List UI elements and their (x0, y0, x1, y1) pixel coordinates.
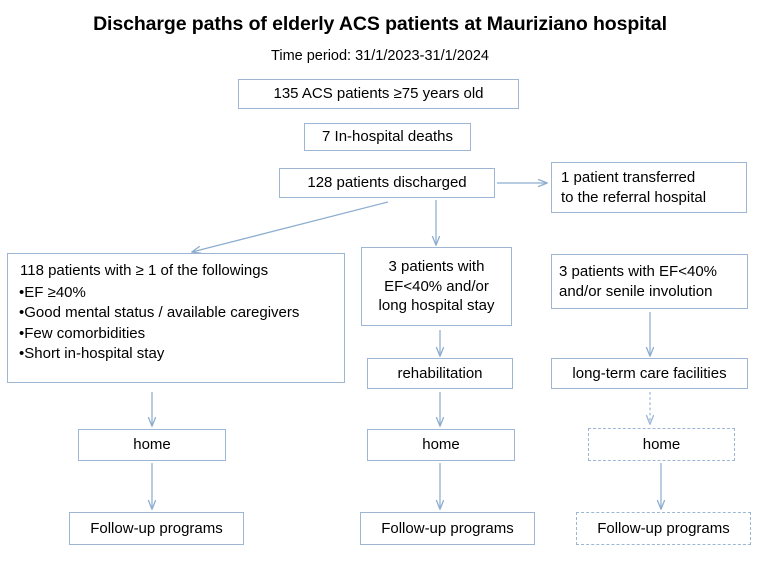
node-long-term-care[interactable]: long-term care facilities (551, 358, 748, 389)
node-group-rehab-line-1: 3 patients with (388, 257, 485, 275)
node-cohort[interactable]: 135 ACS patients ≥75 years old (238, 79, 519, 109)
node-group-rehab-line-3: long hospital stay (378, 297, 495, 315)
node-followup-middle-label: Follow-up programs (381, 519, 514, 537)
node-transferred[interactable]: 1 patient transferred to the referral ho… (551, 162, 747, 213)
node-group-home-criteria[interactable]: 118 patients with ≥ 1 of the followings … (7, 253, 345, 383)
node-group-home-lead: 118 patients with ≥ 1 of the followings (20, 262, 269, 279)
node-followup-middle[interactable]: Follow-up programs (360, 512, 535, 545)
node-group-home-bullet-4: •Short in-hospital stay (19, 345, 165, 363)
node-transferred-line-2: to the referral hospital (561, 188, 707, 206)
node-group-home-bullet-2: •Good mental status / available caregive… (19, 304, 300, 322)
node-home-left[interactable]: home (78, 429, 226, 461)
node-transferred-line-1: 1 patient transferred (561, 168, 696, 186)
node-group-rehab-criteria[interactable]: 3 patients with EF<40% and/or long hospi… (361, 247, 512, 326)
time-period-subtitle: Time period: 31/1/2023-31/1/2024 (271, 48, 489, 64)
node-group-home-bullet-3: •Few comorbidities (19, 324, 146, 342)
arrow-discharged-to-group-home (192, 201, 389, 252)
node-group-ltc-line-1: 3 patients with EF<40% (559, 262, 718, 280)
node-group-home-bullet-1: •EF ≥40% (19, 283, 86, 301)
node-discharged[interactable]: 128 patients discharged (279, 168, 495, 198)
node-followup-right-label: Follow-up programs (597, 519, 730, 537)
node-long-term-care-label: long-term care facilities (572, 364, 727, 382)
node-home-left-label: home (133, 436, 171, 454)
node-rehabilitation[interactable]: rehabilitation (367, 358, 513, 389)
node-home-right[interactable]: home (588, 428, 735, 461)
node-followup-left-label: Follow-up programs (90, 519, 223, 537)
node-group-rehab-line-2: EF<40% and/or (384, 277, 489, 295)
node-in-hospital-deaths-label: 7 In-hospital deaths (322, 128, 453, 146)
node-discharged-label: 128 patients discharged (307, 174, 467, 192)
node-group-ltc-criteria[interactable]: 3 patients with EF<40% and/or senile inv… (551, 254, 748, 309)
node-group-ltc-line-2: and/or senile involution (559, 282, 713, 300)
node-home-middle[interactable]: home (367, 429, 515, 461)
node-followup-left[interactable]: Follow-up programs (69, 512, 244, 545)
node-home-middle-label: home (422, 436, 460, 454)
node-cohort-label: 135 ACS patients ≥75 years old (273, 85, 484, 103)
node-followup-right[interactable]: Follow-up programs (576, 512, 751, 545)
page-title: Discharge paths of elderly ACS patients … (93, 13, 667, 35)
node-rehabilitation-label: rehabilitation (397, 364, 483, 382)
node-home-right-label: home (642, 435, 681, 453)
node-in-hospital-deaths[interactable]: 7 In-hospital deaths (304, 123, 471, 151)
